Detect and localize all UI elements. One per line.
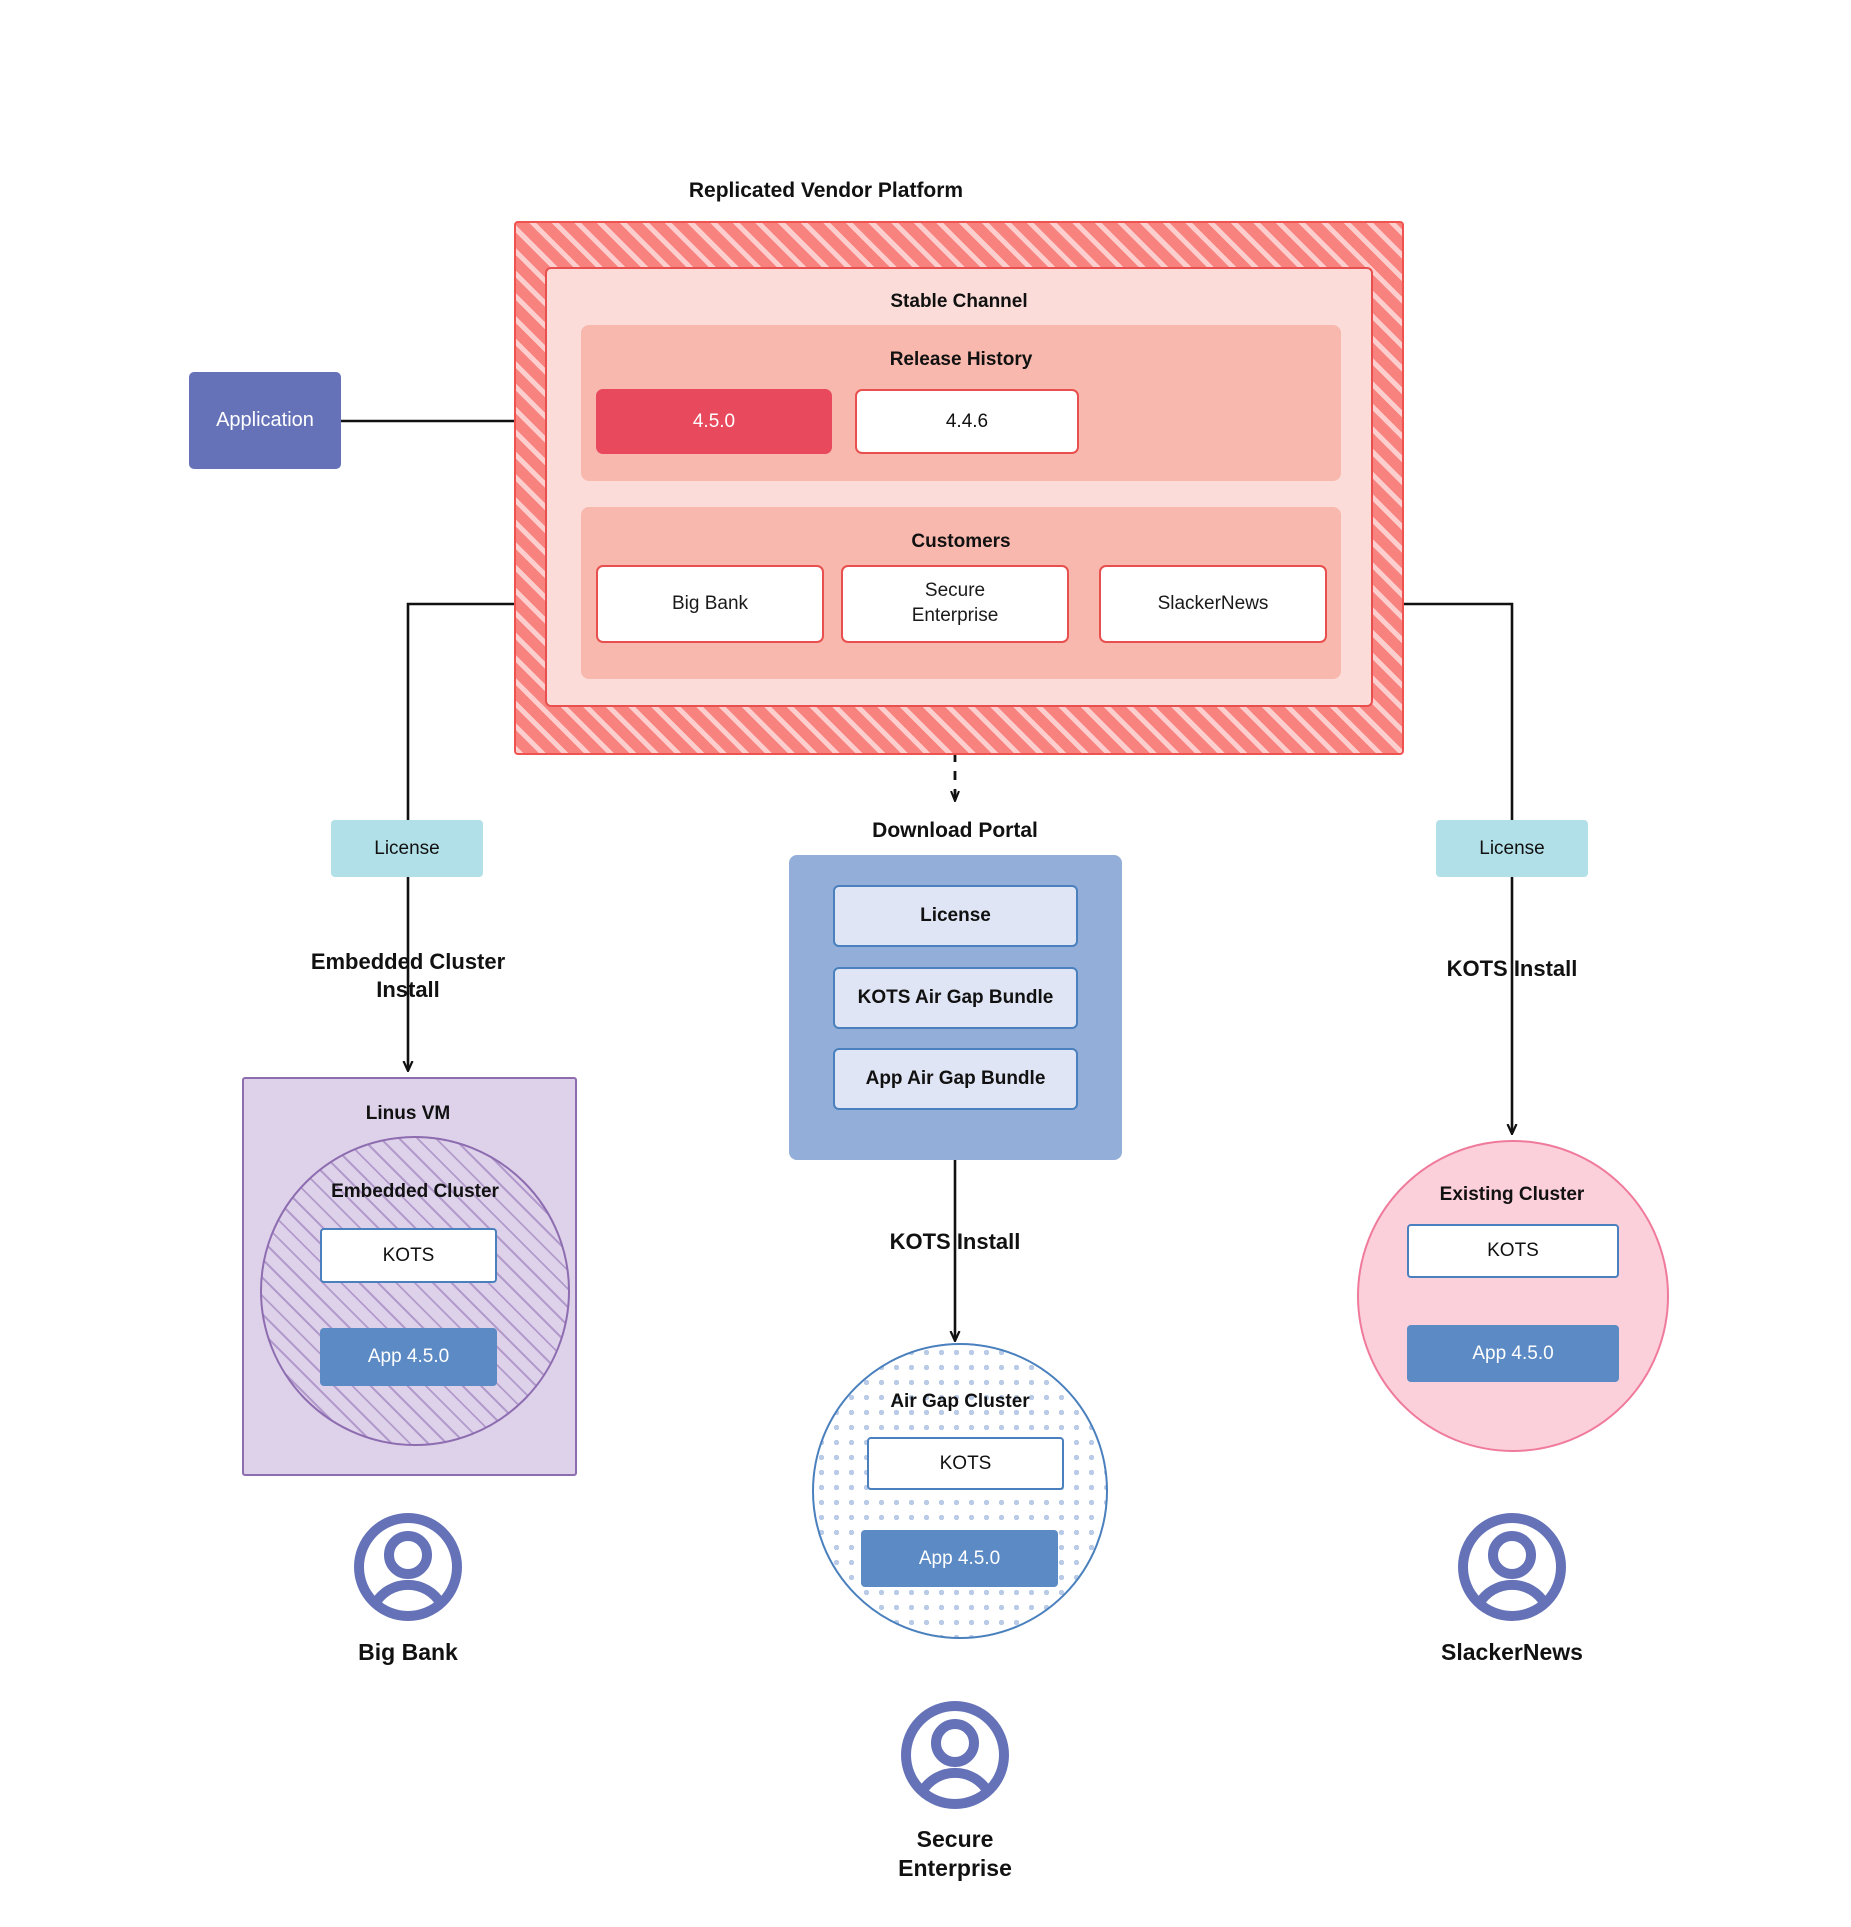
- app-box-left[interactable]: App 4.5.0: [320, 1328, 497, 1386]
- existing-cluster-label: Existing Cluster: [1439, 1184, 1585, 1205]
- app-box-middle[interactable]: App 4.5.0: [861, 1530, 1058, 1587]
- download-portal-title: Download Portal: [872, 819, 1038, 842]
- app-box-right[interactable]: App 4.5.0: [1407, 1325, 1619, 1382]
- release-history-label: Release History: [889, 349, 1033, 370]
- embedded-cluster-circle: [260, 1136, 570, 1446]
- customer-card-slackernews[interactable]: SlackerNews: [1099, 565, 1327, 643]
- customer-card-secure-enterprise[interactable]: Secure Enterprise: [841, 565, 1069, 643]
- existing-cluster-circle: [1357, 1140, 1669, 1452]
- portal-item-kots-air-gap-bundle[interactable]: KOTS Air Gap Bundle: [833, 967, 1078, 1029]
- customer-card-big-bank[interactable]: Big Bank: [596, 565, 824, 643]
- kots-box-left[interactable]: KOTS: [320, 1228, 497, 1283]
- release-box-previous[interactable]: 4.4.6: [855, 389, 1079, 454]
- customers-label: Customers: [911, 531, 1011, 552]
- release-box-current[interactable]: 4.5.0: [596, 389, 832, 454]
- air-gap-cluster-circle: [812, 1343, 1108, 1639]
- license-chip-right[interactable]: License: [1436, 820, 1588, 877]
- kots-box-middle[interactable]: KOTS: [867, 1437, 1064, 1490]
- customer-label-slackernews: SlackerNews: [1441, 1639, 1583, 1665]
- platform-title: Replicated Vendor Platform: [688, 179, 964, 202]
- portal-item-license[interactable]: License: [833, 885, 1078, 947]
- application-box[interactable]: Application: [189, 372, 341, 469]
- stable-channel-label: Stable Channel: [890, 291, 1028, 312]
- edge-label-kots-install-right: KOTS Install: [1446, 956, 1578, 981]
- edge-label-embedded-cluster-install: Embedded Cluster Install: [310, 949, 506, 1003]
- portal-item-app-air-gap-bundle[interactable]: App Air Gap Bundle: [833, 1048, 1078, 1110]
- customer-label-secure-enterprise: Secure Enterprise: [898, 1826, 1012, 1882]
- customer-label-big-bank: Big Bank: [358, 1639, 458, 1665]
- air-gap-cluster-label: Air Gap Cluster: [890, 1391, 1030, 1412]
- edge-label-kots-install-middle: KOTS Install: [889, 1229, 1021, 1254]
- embedded-cluster-label: Embedded Cluster: [331, 1181, 499, 1202]
- license-chip-left[interactable]: License: [331, 820, 483, 877]
- kots-box-right[interactable]: KOTS: [1407, 1224, 1619, 1278]
- avatar-big-bank: [354, 1513, 462, 1621]
- avatar-secure-enterprise: [901, 1701, 1009, 1809]
- linux-vm-label: Linus VM: [365, 1103, 451, 1124]
- avatar-slackernews: [1458, 1513, 1566, 1621]
